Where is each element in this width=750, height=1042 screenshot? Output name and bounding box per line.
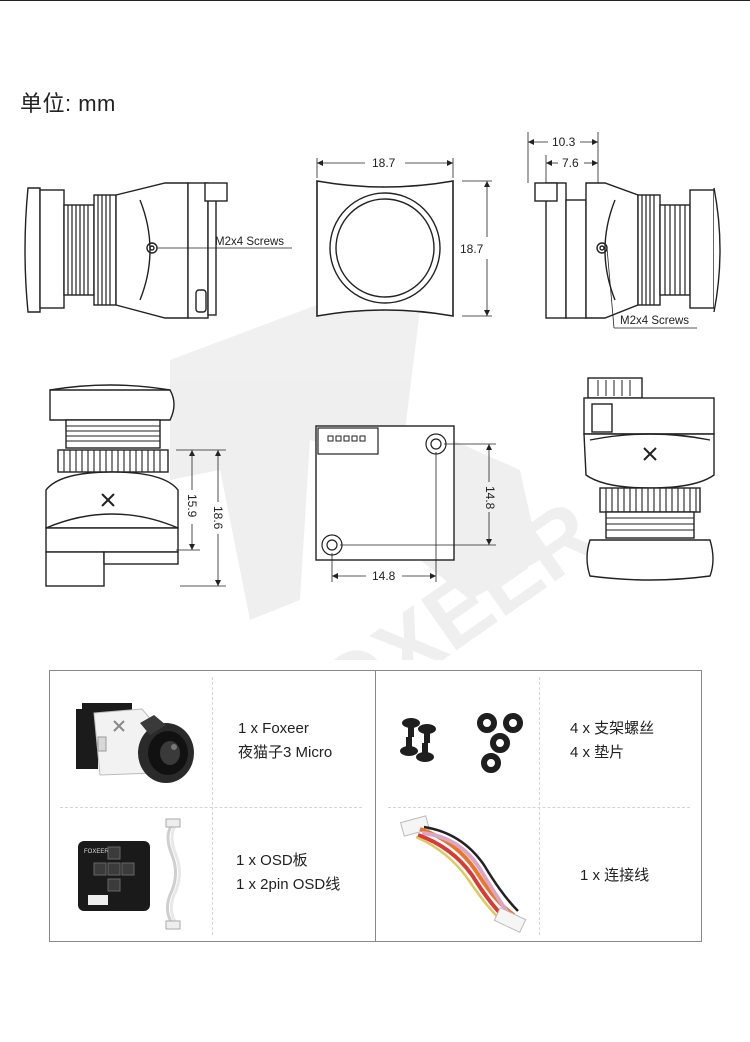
cable-thumbnail xyxy=(400,815,527,933)
front-height-label: 18.7 xyxy=(460,242,484,256)
rear-height-label: 14.8 xyxy=(483,486,497,510)
rear-width-label: 14.8 xyxy=(372,569,396,583)
rear-view xyxy=(315,425,496,582)
item-camera-line-1: 1 x Foxeer xyxy=(238,720,309,737)
item-screws-text: 4 x 支架螺丝 4 x 垫片 xyxy=(570,717,654,765)
camera-thumbnail xyxy=(76,703,194,783)
side-view-left xyxy=(24,182,292,319)
item-cable-line-1: 1 x 连接线 xyxy=(580,867,650,884)
item-osd-text: 1 x OSD板 1 x 2pin OSD线 xyxy=(236,849,340,897)
top-rule xyxy=(0,0,750,1)
osd-board-thumbnail: FOXEER xyxy=(78,818,181,930)
table-center-divider xyxy=(375,671,376,941)
package-contents-table: 1 x Foxeer 夜猫子3 Micro 4 x 支架螺丝 4 x 垫片 FO… xyxy=(49,670,702,942)
table-dotted-divider xyxy=(539,677,540,935)
item-screws-line-1: 4 x 支架螺丝 xyxy=(570,720,655,737)
item-osd-line-2: 1 x 2pin OSD线 xyxy=(236,876,341,893)
svg-text:FOXEER: FOXEER xyxy=(84,849,109,855)
screws-washers-thumbnail xyxy=(400,713,523,773)
side-depth-label: 7.6 xyxy=(562,156,579,170)
item-camera-line-2: 夜猫子3 Micro xyxy=(238,744,333,761)
table-row-divider xyxy=(388,807,690,808)
table-row-divider xyxy=(60,807,362,808)
front-width-label: 18.7 xyxy=(372,156,396,170)
side-view-right xyxy=(527,132,721,329)
item-screws-line-2: 4 x 垫片 xyxy=(570,744,625,761)
screw-note-right: M2x4 Screws xyxy=(620,315,689,327)
item-camera-text: 1 x Foxeer 夜猫子3 Micro xyxy=(238,717,332,765)
rear-camera-view xyxy=(583,377,715,581)
dimension-drawings: FOXEER M2x4 Screws xyxy=(24,132,721,660)
total-height-label: 18.6 xyxy=(211,506,225,530)
unit-label: 单位: mm xyxy=(20,91,116,116)
body-height-label: 15.9 xyxy=(185,494,199,518)
item-osd-line-1: 1 x OSD板 xyxy=(236,852,308,869)
screw-note-left: M2x4 Screws xyxy=(215,236,284,248)
front-view xyxy=(316,158,492,317)
item-cable-text: 1 x 连接线 xyxy=(580,864,649,888)
front-camera-view xyxy=(45,384,226,587)
side-width-label: 10.3 xyxy=(552,135,576,149)
table-dotted-divider xyxy=(212,677,213,935)
